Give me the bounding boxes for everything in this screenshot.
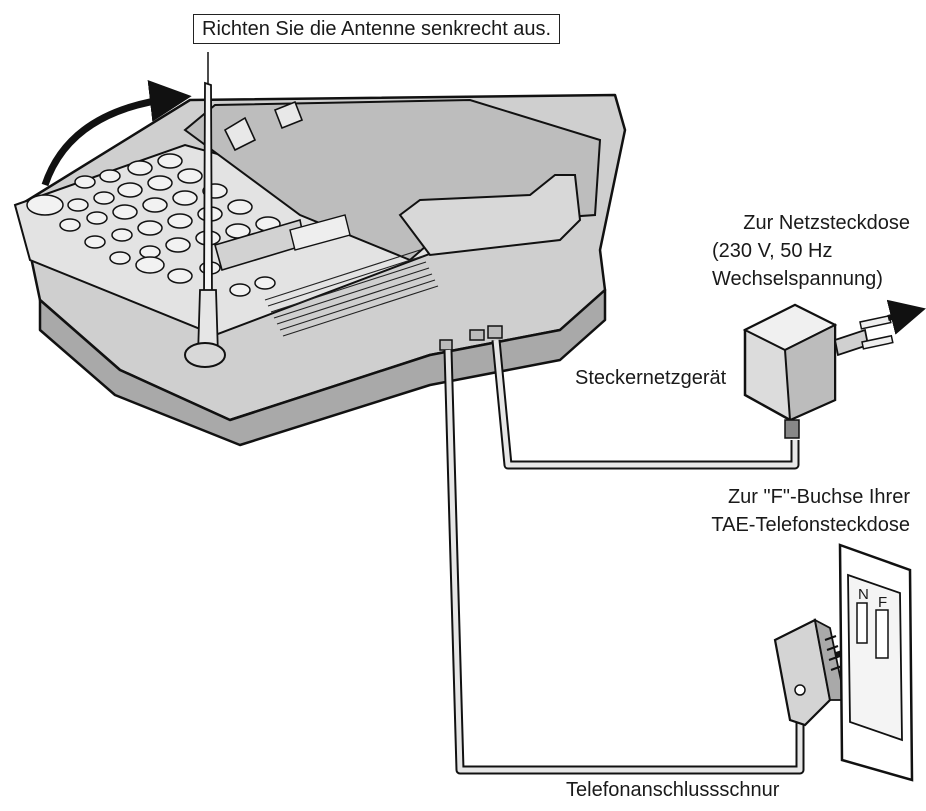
plug-in-arrow-icon [886,299,926,335]
outlet-label-line2: (230 V, 50 Hz [712,240,833,262]
power-adapter [742,303,894,439]
tae-label-line2: TAE-Telefonsteckdose [711,514,910,536]
tae-plug [773,618,847,727]
tae-wall-socket [838,543,914,782]
outlet-label-line3: Wechselspannung) [712,268,883,290]
tae-label-line1: Zur "F"-Buchse Ihrer [727,486,910,508]
socket-label-f: F [878,594,888,611]
adapter-label: Steckernetzgerät [575,367,727,389]
socket-label-n: N [858,586,869,603]
antenna [184,81,226,368]
speaker-grille [264,249,439,337]
outlet-label-line1: Zur Netzsteckdose [743,212,910,234]
rotate-arrow-icon [41,80,192,187]
base-unit [13,93,627,447]
cord-label: Telefonanschlussschnur [566,779,780,801]
antenna-instruction-label: Richten Sie die Antenne senkrecht aus. [193,14,561,44]
